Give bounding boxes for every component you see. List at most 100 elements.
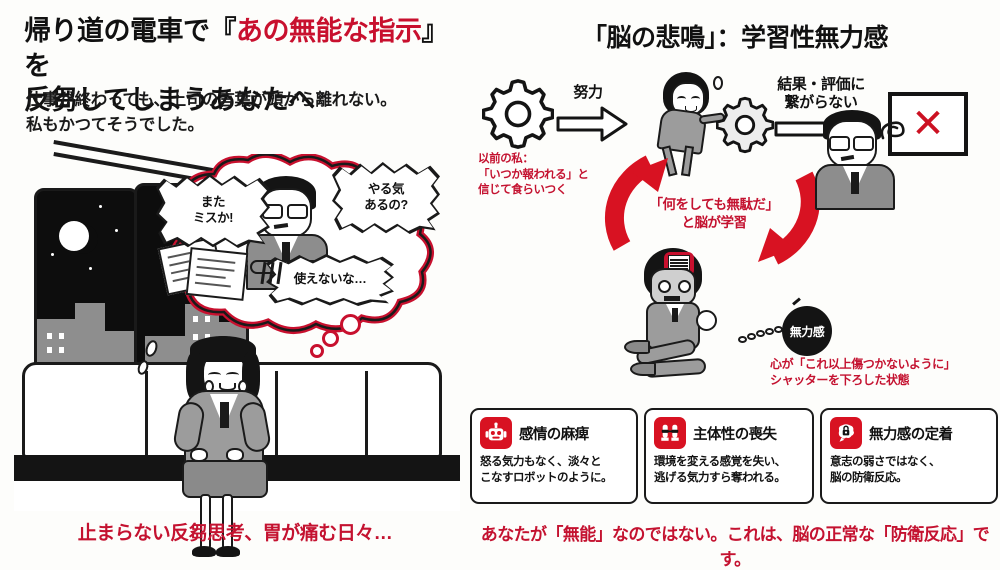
helplessness-ball: 無力感 [782,306,832,356]
headline-line2: 反芻してしまうあなたへ [24,85,315,116]
building-window [59,333,64,339]
card-body-line2: 脳の防衛反応。 [830,471,908,484]
cycle-line2: と脳が学習 [681,215,748,231]
building-window [193,316,198,322]
building-shape [75,303,105,370]
woman-eye-right [226,372,239,378]
push-woman-eye-left [677,96,686,102]
building-shape [37,319,75,370]
headline-red-phrase: あの無能な指示 [236,16,422,46]
right-caption: あなたが「無能」なのではない。これは、脳の正常な「防衛反応」です。 [480,525,990,569]
night-city-window [34,188,139,373]
past-self-line3: 信じて食らいつく [478,184,567,197]
card-body: 怒る気力もなく、淡々と こなすロボットのように。 [480,455,630,486]
building-window [47,347,52,353]
robot-tie [672,308,678,322]
chain-link [765,328,774,335]
effort-arrow [556,106,628,147]
headline-part1: 帰り道の電車で『 [24,16,237,46]
card-header: 無力感の定着 [830,417,953,449]
card-title: 主体性の喪失 [693,426,777,443]
shutter-note-line2: シャッターを下ろした状態 [770,373,910,388]
chain-link [738,336,747,343]
gear-icon-pushed [716,96,774,154]
boss-figure [815,110,905,210]
chain-link [756,330,765,337]
robot-eye-left [658,280,671,293]
left-headline: 帰り道の電車で『あの無能な指示』を 反芻してしまうあなたへ [24,14,454,118]
seat-divider [365,371,368,455]
subtitle-line2: 私もかつてそうでした。 [26,115,204,134]
card-title: 感情の麻痺 [519,426,589,443]
card-body-line1: 意志の弱さではなく、 [830,456,941,468]
bubble-motivation-line2: あるの? [364,198,408,212]
window-night-view [37,191,136,370]
train-illustration: また ミスか! やる気 あるの? 使えないな… [14,140,460,557]
thought-dot [310,344,324,358]
thought-dot [340,314,361,335]
past-self-line2: 「いつか報われる」と [478,168,589,181]
card-entrenched-helplessness[interactable]: 無力感の定着 意志の弱さではなく、 脳の防衛反応。 [820,408,998,504]
bubble-mistake-line1: また [200,195,226,210]
left-subtitle: 仕事が終わっても、上司の言葉が頭から離れない。 私もかつてそうでした。 [26,88,446,138]
left-panel: 帰り道の電車で『あの無能な指示』を 反芻してしまうあなたへ 仕事が終わっても、上… [0,0,470,558]
bubble-mistake-line2: ミスか! [192,211,234,225]
shutter-note: 心が「これ以上傷つかないように」 シャッターを下ろした状態 [770,356,1000,388]
robot-shoulder-joint [696,310,717,331]
anger-swirl-icon [880,121,905,140]
cycle-learning-text: 「何をしても無駄だ」 と脳が学習 [600,196,828,232]
seat-divider [275,371,278,455]
headline-part2: 』を [24,16,449,81]
star-icon [89,267,92,270]
boss2-face [827,120,877,168]
ball-handle [792,297,801,306]
card-body-line1: 環境を変える感覚を失い、 [654,456,786,468]
woman-hand-left [190,448,208,462]
paper-document-2 [185,247,249,301]
past-self-line1: 以前の私： [478,153,534,165]
card-header: 主体性の喪失 [654,417,777,449]
locked-brain-icon [830,417,862,449]
card-body: 環境を変える感覚を失い、 逃げる気力すら奪われる。 [654,455,806,486]
card-header: 感情の麻痺 [480,417,589,449]
thought-cloud: また ミスか! やる気 あるの? 使えないな… [144,151,460,358]
robot-mouth [664,296,680,301]
card-body-line1: 怒る気力もなく、淡々と [480,456,602,468]
robot-icon [480,417,512,449]
card-title: 無力感の定着 [869,426,953,443]
building-window [47,333,52,339]
woman-shoe-left [192,546,216,557]
sweat-drop [713,76,723,90]
thought-dot [322,330,339,347]
robot-shoe-left [624,340,650,354]
bubble-useless: 使えないな… [269,257,391,303]
woman-skirt [182,460,268,498]
building-window [59,347,64,353]
gear-icon [482,78,554,150]
glasses-icon-right [287,204,308,219]
exhausted-woman [164,336,324,557]
shackled-feet-icon [654,417,686,449]
robot-woman [620,248,760,388]
moon-icon [59,221,89,251]
card-loss-of-agency[interactable]: 主体性の喪失 環境を変える感覚を失い、 逃げる気力すら奪われる。 [644,408,814,504]
no-result-line2: 繋がらない [784,94,858,111]
right-panel: 「脳の悲鳴」：学習性無力感 以前の私： 「いつか報われる」と 信じて食らいつく … [470,0,1000,569]
bubble-useless-line1: 使えないな… [293,272,367,287]
boss-tie [282,242,290,264]
cycle-line1: 「何をしても無駄だ」 [649,197,779,212]
bubble-motivation: やる気 あるの? [335,165,437,231]
bubble-motivation-line1: やる気 [367,182,405,197]
card-emotional-numbness[interactable]: 感情の麻痺 怒る気力もなく、淡々と こなすロボットのように。 [470,408,638,504]
card-body: 意志の弱さではなく、 脳の防衛反応。 [830,455,990,486]
boss2-tie [851,172,859,194]
seat-divider [145,371,148,455]
card-body-line2: 逃げる気力すら奪われる。 [654,471,786,484]
woman-side-hair [186,352,204,400]
x-mark-icon: ✕ [911,102,945,146]
effort-label: 努力 [573,84,603,101]
star-icon [99,205,102,208]
star-icon [115,229,118,232]
helplessness-ball-label: 無力感 [789,324,825,339]
